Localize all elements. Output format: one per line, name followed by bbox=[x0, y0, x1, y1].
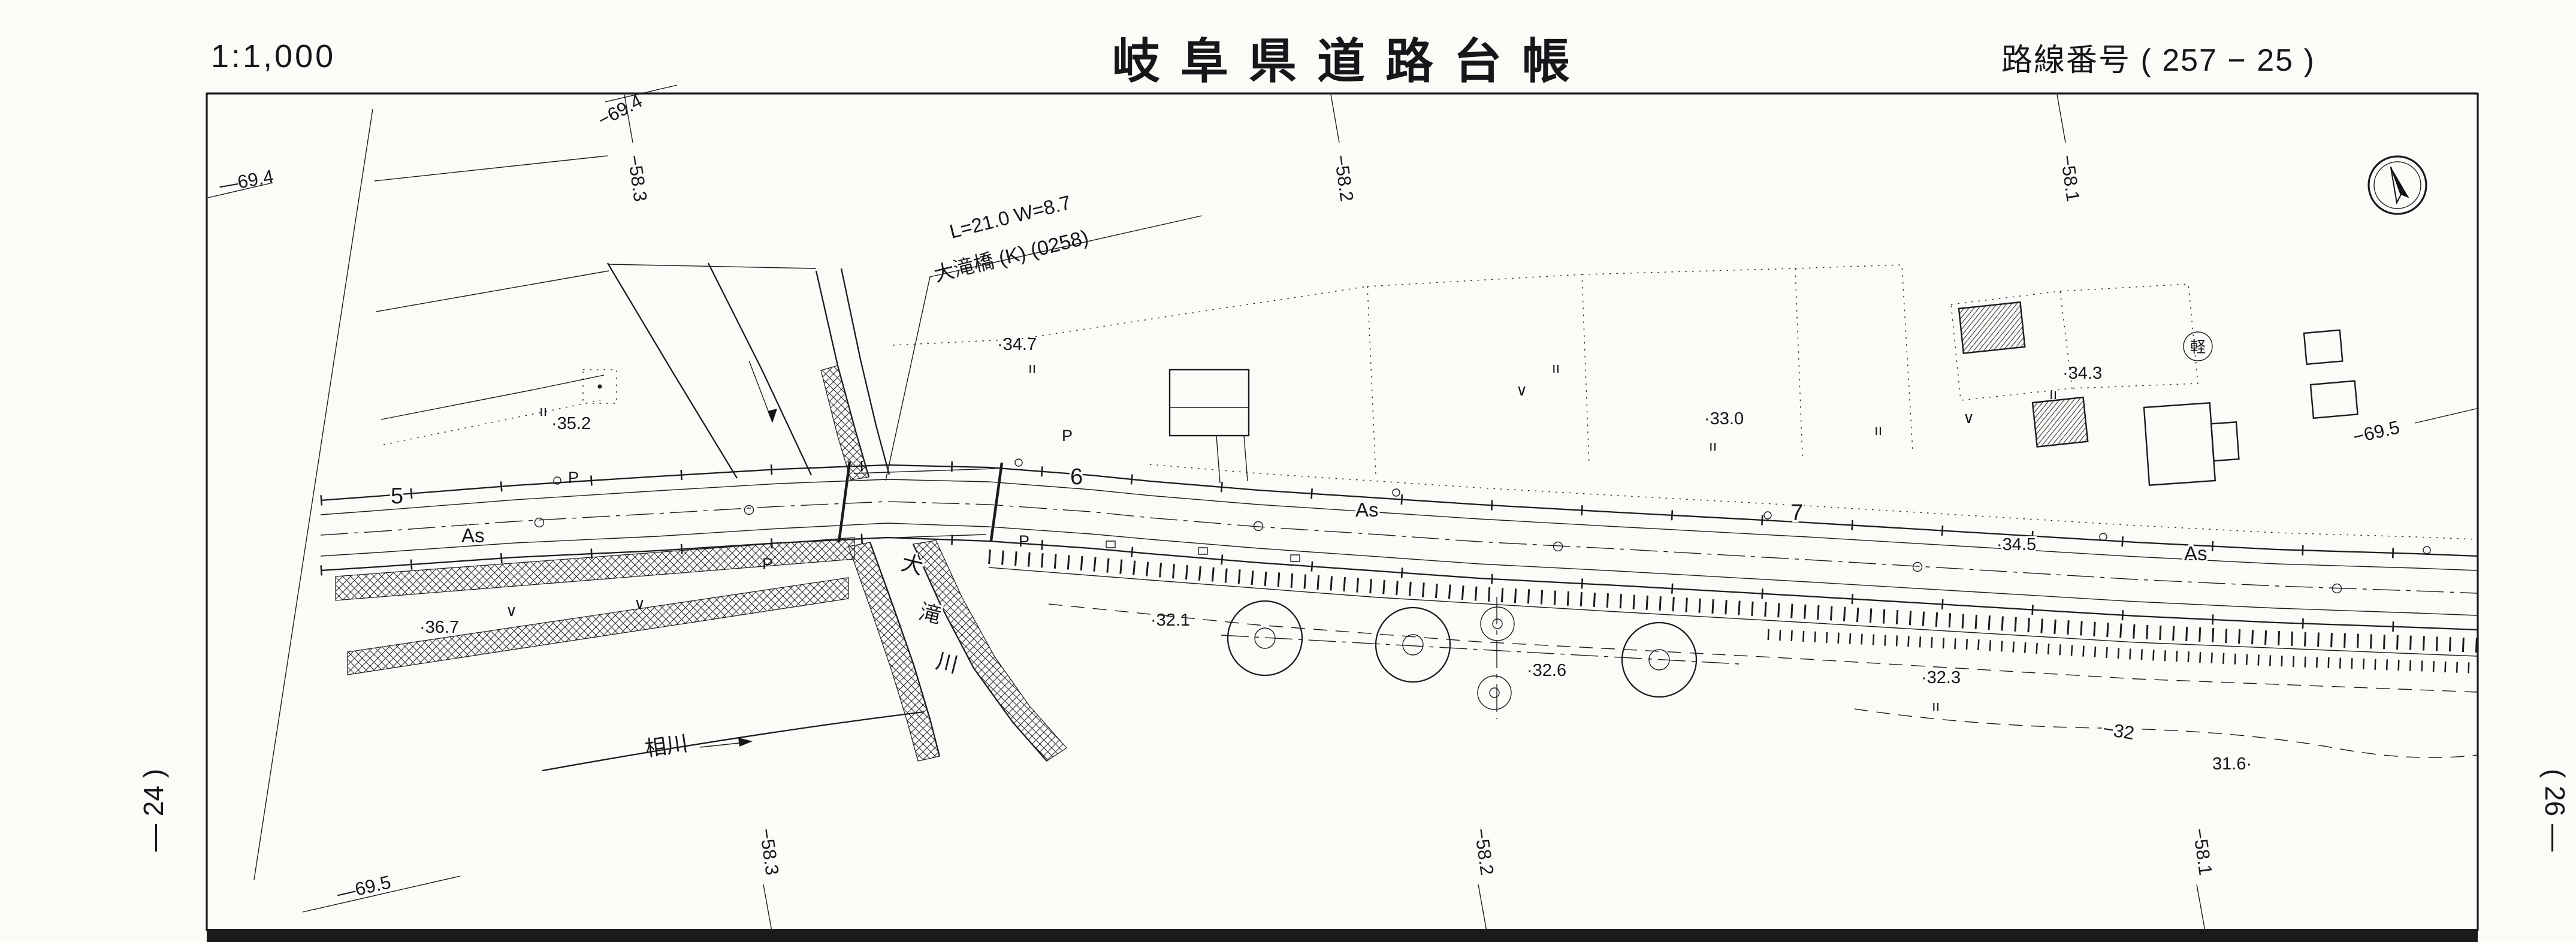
spot-elevation: ·32.6 bbox=[1527, 661, 1566, 680]
building bbox=[2143, 402, 2216, 486]
light-vehicle-symbol bbox=[2183, 331, 2213, 361]
grid-ticks bbox=[207, 84, 2480, 932]
grid-label-69-5-bottom: —69.5 bbox=[335, 871, 393, 904]
river-bank-hatch bbox=[913, 540, 1067, 762]
grid-label-58-1-bottom: −58.1 bbox=[2189, 827, 2216, 877]
paddy-mark: ıı bbox=[2049, 387, 2057, 403]
pavement-label: As bbox=[1355, 499, 1379, 521]
grid-label-58-3-bottom: −58.3 bbox=[756, 827, 783, 877]
paddy-mark: ıı bbox=[1932, 698, 1940, 714]
bridge-leader-line bbox=[885, 215, 1203, 481]
station-number: 7 bbox=[1790, 500, 1803, 526]
spot-elevation: ·32.1 bbox=[1150, 611, 1190, 630]
north-arrow-icon bbox=[2367, 155, 2427, 215]
river-bank-hatch bbox=[848, 542, 940, 762]
pavement-label: As bbox=[461, 524, 485, 547]
map-frame bbox=[206, 92, 2479, 931]
building bbox=[2309, 380, 2358, 419]
strip-neatline-left bbox=[253, 108, 373, 880]
ai-river-label: 相川 bbox=[643, 730, 689, 761]
one-way-arrow-icon bbox=[768, 409, 777, 423]
buildings: 軽 bbox=[1168, 301, 2358, 486]
circular-structures bbox=[1221, 597, 1740, 719]
building-annex bbox=[2210, 421, 2240, 462]
spot-elevation: ·34.5 bbox=[1997, 535, 2036, 554]
contour-label: −32 bbox=[2101, 718, 2136, 744]
road-centerline bbox=[320, 501, 2478, 594]
benchmark-label: P bbox=[1062, 427, 1073, 445]
grid-label-69-4-left: —69.4 bbox=[218, 166, 275, 196]
benchmark-label: P bbox=[1019, 532, 1029, 550]
grid-label-58-1-top: −58.1 bbox=[2056, 153, 2084, 203]
grid-label-58-3-top: −58.3 bbox=[624, 153, 651, 203]
building bbox=[1168, 369, 1250, 437]
spot-elevation: ·36.7 bbox=[419, 618, 459, 637]
ditch-embankment-hatch bbox=[347, 577, 849, 675]
otaki-river-label: 滝 bbox=[917, 599, 944, 628]
adjacent-sheet-right: ( 26 — bbox=[2539, 769, 2571, 852]
light-vehicle-label: 軽 bbox=[2190, 338, 2206, 356]
building bbox=[1958, 301, 2026, 354]
spot-elevation: ·34.3 bbox=[2062, 364, 2102, 383]
road-labels: As As As 5 6 7 P P P P bbox=[389, 427, 2210, 573]
benchmark-label: P bbox=[762, 555, 773, 573]
paddy-mark: ıı bbox=[539, 403, 547, 419]
bridge-abutment bbox=[989, 462, 1004, 541]
pavement-label: As bbox=[2184, 542, 2207, 564]
otaki-river-label: 川 bbox=[934, 648, 961, 677]
surveyed-plot bbox=[582, 369, 617, 404]
spot-elevations: ·35.2 ·34.7 ·33.0 ·34.3 ·36.7 ·32.1 ·32.… bbox=[419, 335, 2252, 774]
otaki-river-label: 大 bbox=[899, 550, 926, 579]
spot-elevation: ·35.2 bbox=[551, 414, 591, 433]
building bbox=[2303, 329, 2344, 366]
spot-elevation: ·32.3 bbox=[1921, 668, 1961, 687]
road-furniture bbox=[534, 458, 2431, 594]
scale-label: 1:1,000 bbox=[211, 38, 336, 74]
main-road bbox=[321, 464, 2478, 630]
grass-symbol: ∨ bbox=[506, 602, 517, 620]
paddy-mark: ıı bbox=[1709, 438, 1717, 454]
adjacent-sheet-left: — 24 ) bbox=[138, 769, 169, 852]
grass-symbol: ∨ bbox=[1963, 409, 1974, 427]
scan-edge-strip bbox=[207, 929, 2478, 942]
route-number-label: 路線番号 ( 257 − 25 ) bbox=[2001, 43, 2315, 78]
spot-elevation: ·33.0 bbox=[1704, 409, 1744, 428]
station-number: 6 bbox=[1070, 464, 1083, 490]
vegetation-symbols: ∨ ∨ ∨ ∨ ıı ıı ıı ıı ıı ıı ıı bbox=[506, 360, 2057, 714]
grid-label-58-2-top: −58.2 bbox=[1330, 153, 1358, 203]
grid-labels: −69.4 −58.3 −58.2 −58.1 —69.4 −69.5 —69.… bbox=[218, 90, 2402, 904]
paddy-mark: ıı bbox=[1874, 422, 1882, 439]
contour-line-32 bbox=[1854, 708, 2478, 758]
spot-elevation: 31.6· bbox=[2212, 754, 2252, 774]
ai-river-bank bbox=[542, 711, 925, 772]
otaki-bridge: L=21.0 W=8.7 大滝橋 (K) (0258) bbox=[837, 191, 1203, 543]
sheet-title: 岐阜県道路台帳 bbox=[1112, 35, 1590, 88]
grass-symbol: ∨ bbox=[634, 594, 645, 612]
station-number: 5 bbox=[391, 484, 403, 509]
grid-label-69-4-top: −69.4 bbox=[594, 90, 646, 131]
grid-label-69-5-right: −69.5 bbox=[2351, 416, 2402, 448]
spot-elevation: ·34.7 bbox=[997, 335, 1037, 354]
otaki-river bbox=[815, 268, 1067, 762]
paddy-mark: ıı bbox=[1028, 360, 1036, 376]
paddy-mark: ıı bbox=[1552, 360, 1560, 376]
parcel-boundaries bbox=[253, 108, 2198, 880]
grid-label-58-2-bottom: −58.2 bbox=[1470, 827, 1498, 877]
river-bank-hatch bbox=[820, 365, 869, 481]
grass-symbol: ∨ bbox=[1516, 381, 1527, 399]
side-road bbox=[607, 262, 813, 479]
flow-arrowhead-icon bbox=[738, 738, 753, 747]
retaining-wall bbox=[988, 550, 2478, 693]
benchmark-label: P bbox=[568, 469, 579, 487]
building bbox=[2031, 396, 2089, 448]
bridge-abutment bbox=[837, 461, 851, 543]
